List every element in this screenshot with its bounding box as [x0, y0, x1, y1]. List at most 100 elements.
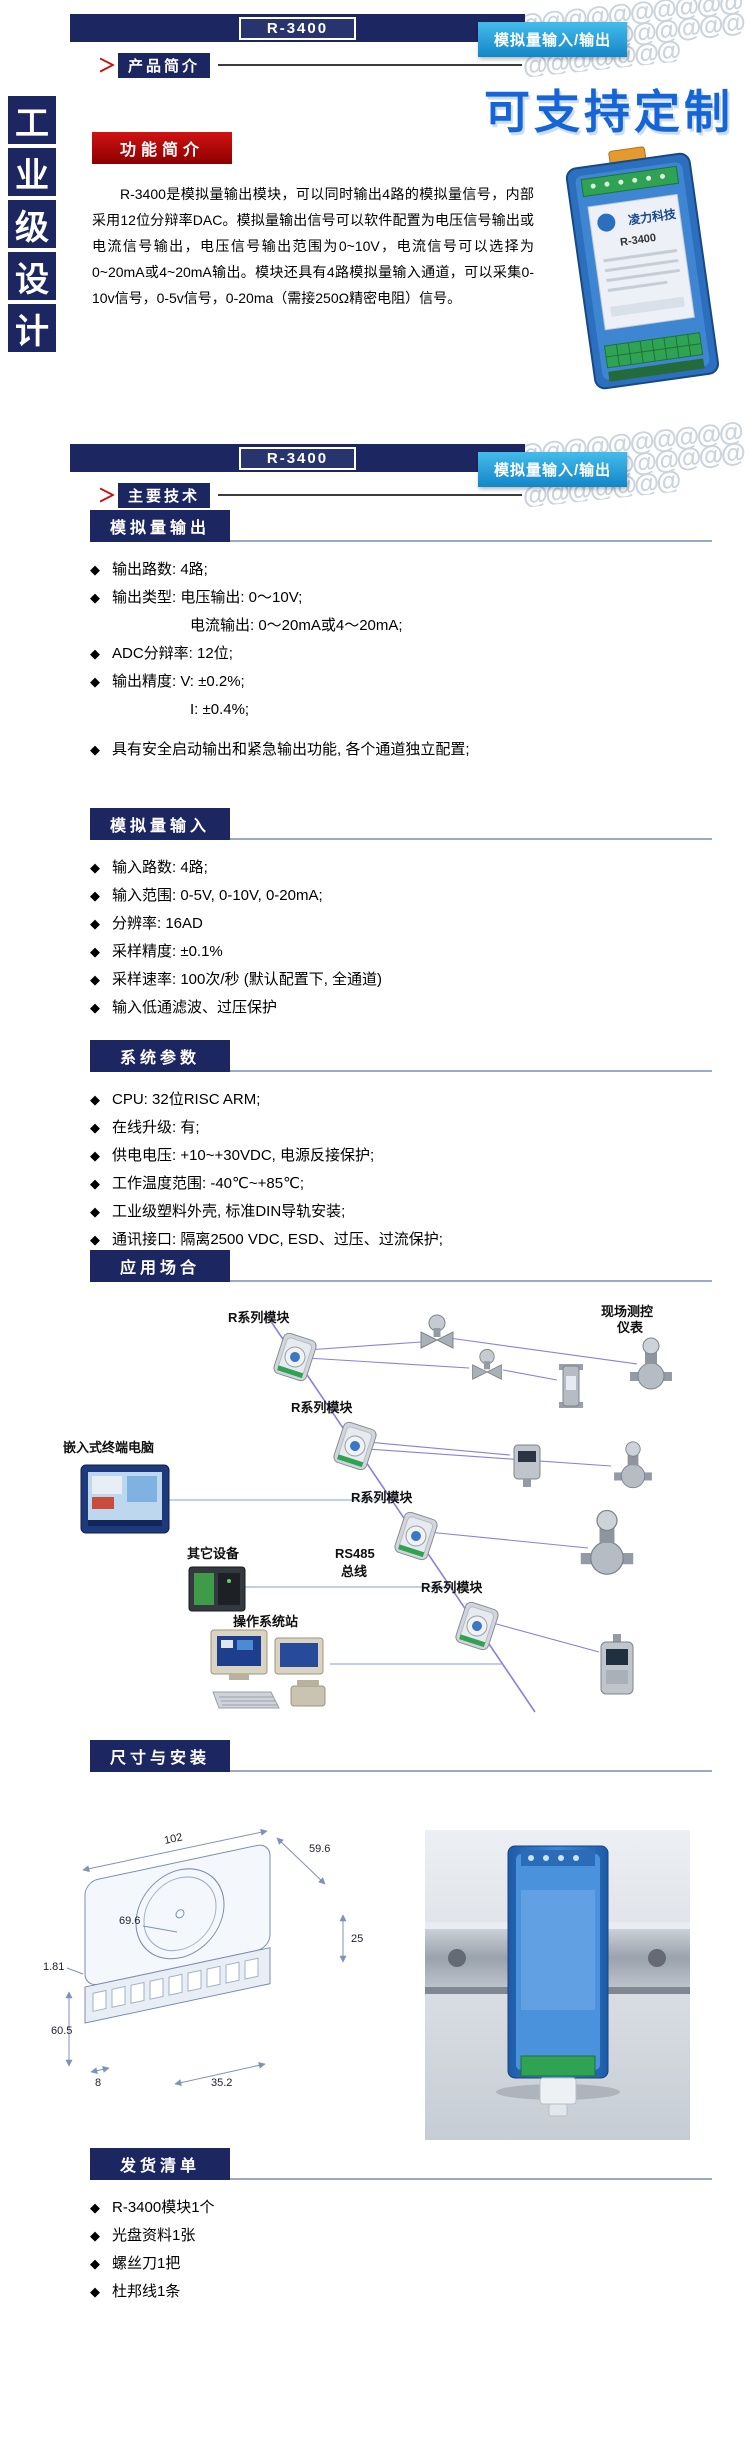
diamond-bullet-icon: ◆ — [90, 2200, 100, 2215]
section-tab-row: ＞ 主要技术 — [98, 482, 522, 508]
diamond-bullet-icon: ◆ — [90, 562, 100, 577]
label-field-instruments: 现场测控 — [601, 1304, 653, 1319]
diamond-bullet-icon: ◆ — [90, 1092, 100, 1107]
label-op-station: 操作系统站 — [233, 1614, 298, 1629]
section-header: 模拟量输出 — [90, 510, 712, 542]
slogan-char: 计 — [8, 304, 56, 352]
section-title: 发货清单 — [90, 2148, 230, 2180]
field-transmitter-icon — [600, 1634, 634, 1695]
bullet-list: ◆ 输出路数: 4路; ◆ 输出类型: 电压输出: 0～10V; 电流输出: 0… — [90, 556, 712, 764]
section-header: 发货清单 — [90, 2148, 712, 2180]
list-item-text: 供电电压: +10~+30VDC, 电源反接保护; — [112, 1147, 375, 1164]
terminal-top — [580, 165, 680, 198]
flowmeter-icon — [558, 1363, 584, 1409]
section-title: 应用场合 — [90, 1250, 230, 1282]
list-item-text: 光盘资料1张 — [112, 2227, 196, 2244]
list-item: 电流输出: 0～20mA或4～20mA; — [90, 612, 712, 640]
list-item-text: 输出类型: 电压输出: 0～10V; — [112, 589, 303, 606]
list-item-text: 螺丝刀1把 — [112, 2255, 181, 2272]
list-item-text: 在线升级: 有; — [112, 1119, 200, 1136]
valve-icon — [472, 1349, 502, 1380]
io-badge: 模拟量输入/输出 — [478, 452, 628, 487]
section-title: 模拟量输入 — [90, 808, 230, 840]
valve-icon — [420, 1314, 454, 1349]
dim-1.81: 1.81 — [43, 1961, 64, 1973]
r-module-icon — [392, 1510, 440, 1562]
list-item: ◆ 采样速率: 100次/秒 (默认配置下, 全通道) — [90, 966, 712, 994]
diamond-bullet-icon: ◆ — [90, 1120, 100, 1135]
section-header: 应用场合 — [90, 1250, 712, 1282]
r-module-icon — [271, 1331, 319, 1383]
tab-product-intro: 产品简介 — [118, 52, 211, 78]
list-item-text: ADC分辩率: 12位; — [112, 645, 233, 662]
operator-station-icon — [210, 1629, 326, 1709]
module-model: R-3400 — [619, 232, 656, 249]
slogan-char: 设 — [8, 252, 56, 300]
diamond-bullet-icon: ◆ — [90, 1148, 100, 1163]
header-main-tech: @@@@@@@@@@@@@@@@@@@@@@@@@@@ R-3400 模拟量输入… — [0, 420, 750, 526]
list-item: ◆ 采样精度: ±0.1% — [90, 938, 712, 966]
diamond-bullet-icon: ◆ — [90, 860, 100, 875]
diamond-bullet-icon: ◆ — [90, 646, 100, 661]
label-r-series-2: R系列模块 — [291, 1400, 353, 1415]
dim-59.6: 59.6 — [309, 1843, 330, 1855]
section-header: 模拟量输入 — [90, 808, 712, 840]
list-item: ◆ 供电电压: +10~+30VDC, 电源反接保护; — [90, 1142, 712, 1170]
model-label: R-3400 — [238, 16, 357, 40]
function-intro-title: 功能简介 — [92, 132, 233, 164]
list-item-text: 电流输出: 0～20mA或4～20mA; — [190, 617, 403, 634]
r-module-icon — [331, 1420, 379, 1472]
slogan-char: 级 — [8, 200, 56, 248]
customization-headline: 可支持定制 — [484, 86, 734, 138]
list-item: ◆ ADC分辩率: 12位; — [90, 640, 712, 668]
diamond-bullet-icon: ◆ — [90, 2228, 100, 2243]
bullet-list: ◆ 输入路数: 4路; ◆ 输入范围: 0-5V, 0-10V, 0-20mA;… — [90, 854, 712, 1022]
title-bar: R-3400 — [70, 444, 525, 472]
list-item-text: 输出精度: V: ±0.2%; — [112, 673, 245, 690]
section-analog-output: 模拟量输出 ◆ 输出路数: 4路; ◆ 输出类型: 电压输出: 0～10V; 电… — [90, 510, 712, 764]
label-r-series-3: R系列模块 — [351, 1490, 413, 1505]
module-front-label — [587, 193, 695, 331]
list-item-text: CPU: 32位RISC ARM; — [112, 1091, 261, 1108]
brand-logo-icon — [597, 213, 616, 232]
label-field-instruments-2: 仪表 — [616, 1320, 644, 1335]
section-packing-list: 发货清单 ◆ R-3400模块1个 ◆ 光盘资料1张 ◆ 螺丝刀1把 — [90, 2148, 712, 2306]
motor-valve-icon — [613, 1441, 653, 1489]
plc-device-icon — [188, 1566, 246, 1612]
dim-8: 8 — [95, 2077, 101, 2089]
list-item-text: 输入路数: 4路; — [112, 859, 208, 876]
diamond-bullet-icon: ◆ — [90, 916, 100, 931]
label-rs485: RS485 — [335, 1546, 375, 1561]
list-item-text: 工作温度范围: -40℃~+85℃; — [112, 1175, 305, 1192]
title-bar: R-3400 — [70, 14, 525, 42]
list-item: ◆ 输入路数: 4路; — [90, 854, 712, 882]
diamond-bullet-icon: ◆ — [90, 674, 100, 689]
list-item: ◆ CPU: 32位RISC ARM; — [90, 1086, 712, 1114]
list-item: ◆ 输入低通滤波、过压保护 — [90, 994, 712, 1022]
diamond-bullet-icon: ◆ — [90, 888, 100, 903]
list-item-text: 输入低通滤波、过压保护 — [112, 999, 278, 1016]
list-item: ◆ 输入范围: 0-5V, 0-10V, 0-20mA; — [90, 882, 712, 910]
list-item: ◆ 工作温度范围: -40℃~+85℃; — [90, 1170, 712, 1198]
label-other-devices: 其它设备 — [187, 1546, 240, 1561]
diamond-bullet-icon: ◆ — [90, 590, 100, 605]
din-rail-photo — [425, 1830, 690, 2140]
dimension-drawing: 102 59.6 69.6 25 1.81 35.2 60.5 8 — [43, 1828, 363, 2089]
module-brand: 凌力科技 — [627, 206, 678, 228]
list-item-text: 输出路数: 4路; — [112, 561, 208, 578]
dim-60.5: 60.5 — [51, 2025, 72, 2037]
diamond-bullet-icon: ◆ — [90, 1176, 100, 1191]
list-item: ◆ 光盘资料1张 — [90, 2222, 712, 2250]
list-item-text: 具有安全启动输出和紧急输出功能, 各个通道独立配置; — [112, 741, 470, 758]
list-item: ◆ 在线升级: 有; — [90, 1114, 712, 1142]
divider-line — [218, 64, 522, 66]
vertical-slogan: 工 业 级 设 计 — [8, 96, 56, 356]
list-item-text: 工业级塑料外壳, 标准DIN导轨安装; — [112, 1203, 346, 1220]
arrow-icon: ＞ — [98, 486, 116, 506]
rs485-bus-line — [269, 1319, 536, 1713]
label-rs485-2: 总线 — [341, 1564, 367, 1579]
header-product-intro: @@@@@@@@@@@@@@@@@@@@@@@@@@@ R-3400 模拟量输入… — [0, 0, 750, 96]
dim-69.6: 69.6 — [119, 1915, 140, 1927]
model-label: R-3400 — [238, 446, 357, 470]
list-item: ◆ 具有安全启动输出和紧急输出功能, 各个通道独立配置; — [90, 736, 712, 764]
